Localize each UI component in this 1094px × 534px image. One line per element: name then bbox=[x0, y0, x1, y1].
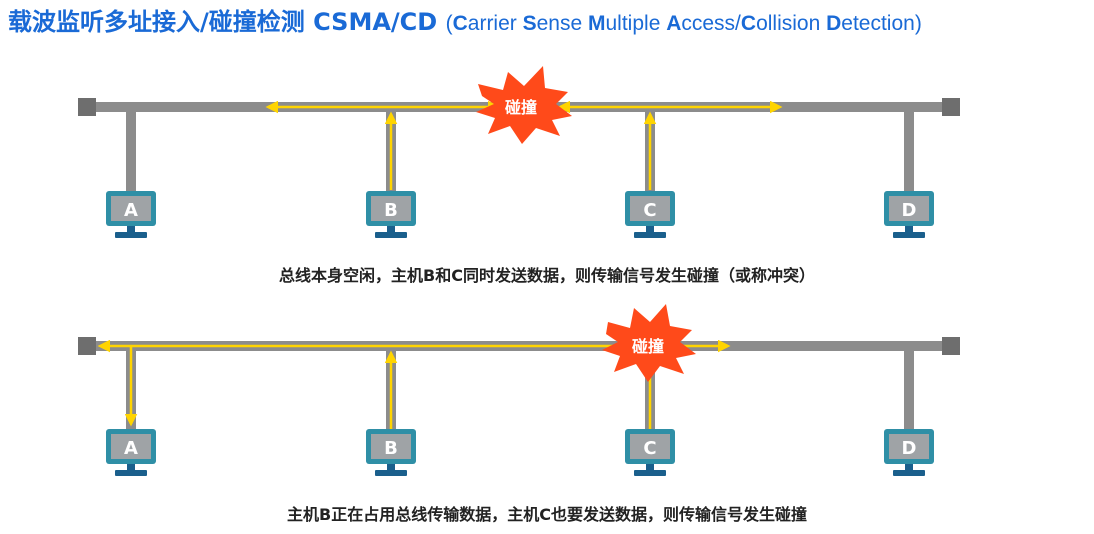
page-title: 载波监听多址接入/碰撞检测 CSMA/CD (Carrier Sense Mul… bbox=[8, 6, 922, 38]
host-c-monitor-icon: C bbox=[625, 429, 675, 476]
drop-line-d bbox=[904, 351, 914, 431]
host-label-d: D bbox=[902, 200, 917, 221]
host-label-a: A bbox=[124, 200, 138, 221]
host-a-monitor-icon: A bbox=[106, 191, 156, 238]
host-a-monitor-icon: A bbox=[106, 429, 156, 476]
collision-burst-2: 碰撞 bbox=[602, 304, 696, 382]
host-d-monitor-icon: D bbox=[884, 191, 934, 238]
host-b-monitor-icon: B bbox=[366, 429, 416, 476]
title-main: 载波监听多址接入/碰撞检测 CSMA/CD bbox=[8, 8, 438, 36]
host-b-monitor-icon: B bbox=[366, 191, 416, 238]
signal-b bbox=[265, 100, 501, 190]
bus-terminator-left bbox=[78, 337, 96, 355]
drop-line-d bbox=[904, 112, 914, 192]
bus-terminator-right bbox=[942, 98, 960, 116]
host-label-a: A bbox=[124, 438, 138, 459]
signal-c bbox=[557, 100, 783, 190]
bus-terminator-left bbox=[78, 98, 96, 116]
collision-label-2: 碰撞 bbox=[632, 337, 664, 356]
host-label-c: C bbox=[643, 200, 656, 221]
host-label-b: B bbox=[384, 438, 398, 459]
host-d-monitor-icon: D bbox=[884, 429, 934, 476]
title-expansion: (Carrier Sense Multiple Access/Collision… bbox=[445, 12, 922, 35]
collision-burst-1: 碰撞 bbox=[476, 66, 572, 144]
bus-terminator-right bbox=[942, 337, 960, 355]
host-label-b: B bbox=[384, 200, 398, 221]
collision-label-1: 碰撞 bbox=[505, 98, 537, 117]
scenario-2: 碰撞 A B C D bbox=[78, 304, 960, 476]
host-label-c: C bbox=[643, 438, 656, 459]
host-c-monitor-icon: C bbox=[625, 191, 675, 238]
drop-line-a bbox=[126, 112, 136, 192]
scenario-1: 碰撞 A B C D bbox=[78, 66, 960, 238]
scenario-2-caption: 主机B正在占用总线传输数据，主机C也要发送数据，则传输信号发生碰撞 bbox=[287, 505, 807, 524]
host-label-d: D bbox=[902, 438, 917, 459]
scenario-1-caption: 总线本身空闲，主机B和C同时发送数据，则传输信号发生碰撞（或称冲突） bbox=[279, 266, 815, 285]
